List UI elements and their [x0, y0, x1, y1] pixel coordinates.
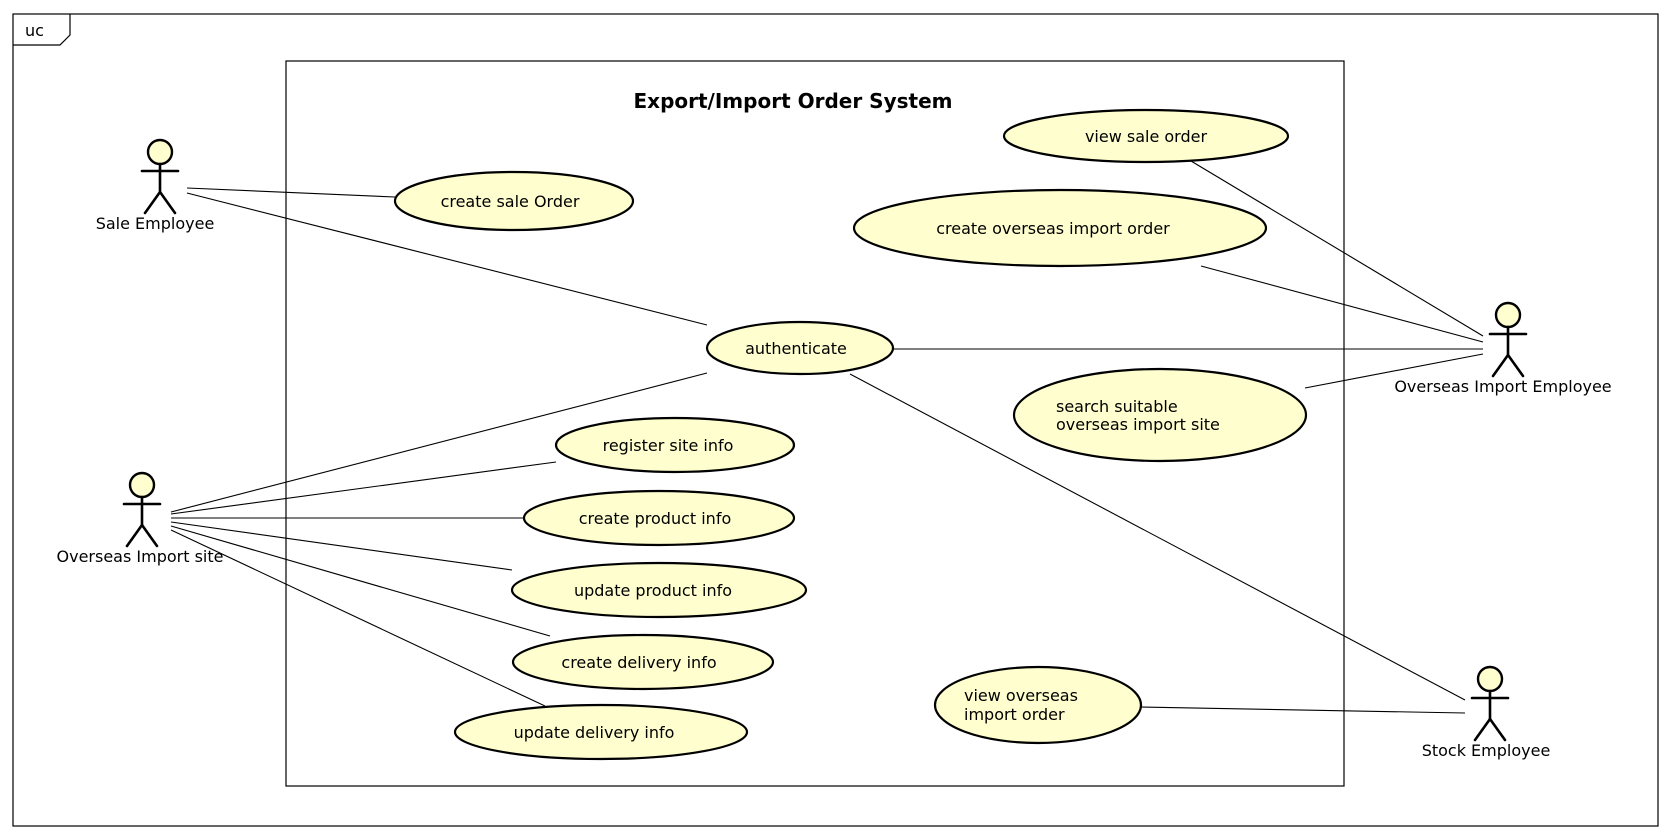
- assoc-site-authenticate: [170, 372, 708, 513]
- use-case-label-line1: view overseas: [964, 686, 1078, 705]
- use-case-label-line2: overseas import site: [1056, 415, 1220, 434]
- actor-sale-employee: Sale Employee: [96, 138, 215, 233]
- use-case-label-line1: search suitable: [1056, 397, 1178, 416]
- use-case-ellipse: [1002, 108, 1290, 164]
- use-case-create-sale-order: create sale Order: [393, 170, 635, 232]
- assoc-sale-create-order: [186, 187, 396, 198]
- actor-stock-employee: Stock Employee: [1422, 665, 1551, 760]
- system-title: Export/Import Order System: [634, 89, 953, 113]
- assoc-stock-view-import: [1139, 706, 1466, 714]
- assoc-site-update-product: [170, 521, 513, 571]
- use-case-ellipse: [933, 665, 1143, 745]
- use-case-ellipse: [852, 188, 1268, 268]
- use-case-label: create product info: [579, 509, 732, 528]
- assoc-site-update-delivery: [170, 529, 546, 707]
- use-case-ellipse: [393, 170, 635, 232]
- use-case-ellipse: [554, 416, 796, 474]
- frame-tag: uc: [25, 21, 44, 40]
- use-case-label-line2: import order: [964, 705, 1065, 724]
- actor-figure-icon: [122, 471, 162, 548]
- system-boundary: [285, 60, 1345, 787]
- frame-tag-box: [13, 14, 71, 46]
- actor-figure-icon: [1470, 665, 1510, 742]
- use-case-update-delivery-info: update delivery info: [453, 703, 749, 761]
- actor-overseas-import-employee: Overseas Import Employee: [1394, 301, 1612, 396]
- use-case-label: create overseas import order: [936, 219, 1170, 238]
- use-case-create-delivery-info: create delivery info: [511, 633, 775, 691]
- actor-label: Overseas Import site: [57, 547, 224, 566]
- use-case-register-site-info: register site info: [554, 416, 796, 474]
- actor-label: Sale Employee: [96, 214, 215, 233]
- assoc-oie-search-site: [1304, 353, 1484, 389]
- use-case-ellipse: [705, 320, 895, 376]
- assoc-site-create-delivery: [170, 525, 551, 637]
- use-case-label: register site info: [603, 436, 734, 455]
- use-case-ellipse: [510, 561, 808, 619]
- use-case-ellipse: [453, 703, 749, 761]
- use-case-authenticate: authenticate: [705, 320, 895, 376]
- assoc-site-register: [170, 461, 557, 515]
- diagram-frame: [12, 13, 1659, 827]
- use-case-ellipse: [511, 633, 775, 691]
- use-case-create-product-info: create product info: [522, 489, 796, 547]
- use-case-create-overseas-import-order: create overseas import order: [852, 188, 1268, 268]
- assoc-oie-create-import: [1200, 265, 1484, 343]
- associations: [170, 160, 1484, 714]
- use-case-ellipse: [1012, 367, 1308, 463]
- actor-overseas-import-site: Overseas Import site: [57, 471, 224, 566]
- actor-figure-icon: [140, 138, 180, 215]
- actor-label: Stock Employee: [1422, 741, 1551, 760]
- use-case-label: create delivery info: [561, 653, 716, 672]
- use-case-label: authenticate: [745, 339, 847, 358]
- use-case-label: update delivery info: [514, 723, 675, 742]
- actor-figure-icon: [1488, 301, 1528, 378]
- use-case-update-product-info: update product info: [510, 561, 808, 619]
- assoc-oie-view-sale: [1190, 160, 1484, 337]
- use-case-search-suitable-site: search suitable overseas import site: [1012, 367, 1308, 463]
- assoc-sale-authenticate: [186, 192, 708, 326]
- assoc-stock-authenticate: [849, 373, 1466, 701]
- use-case-label: create sale Order: [441, 192, 580, 211]
- use-case-view-sale-order: view sale order: [1002, 108, 1290, 164]
- actor-label: Overseas Import Employee: [1394, 377, 1611, 396]
- use-case-view-overseas-import-order: view overseas import order: [933, 665, 1143, 745]
- use-case-label: update product info: [574, 581, 732, 600]
- use-case-label: view sale order: [1085, 127, 1208, 146]
- use-case-ellipse: [522, 489, 796, 547]
